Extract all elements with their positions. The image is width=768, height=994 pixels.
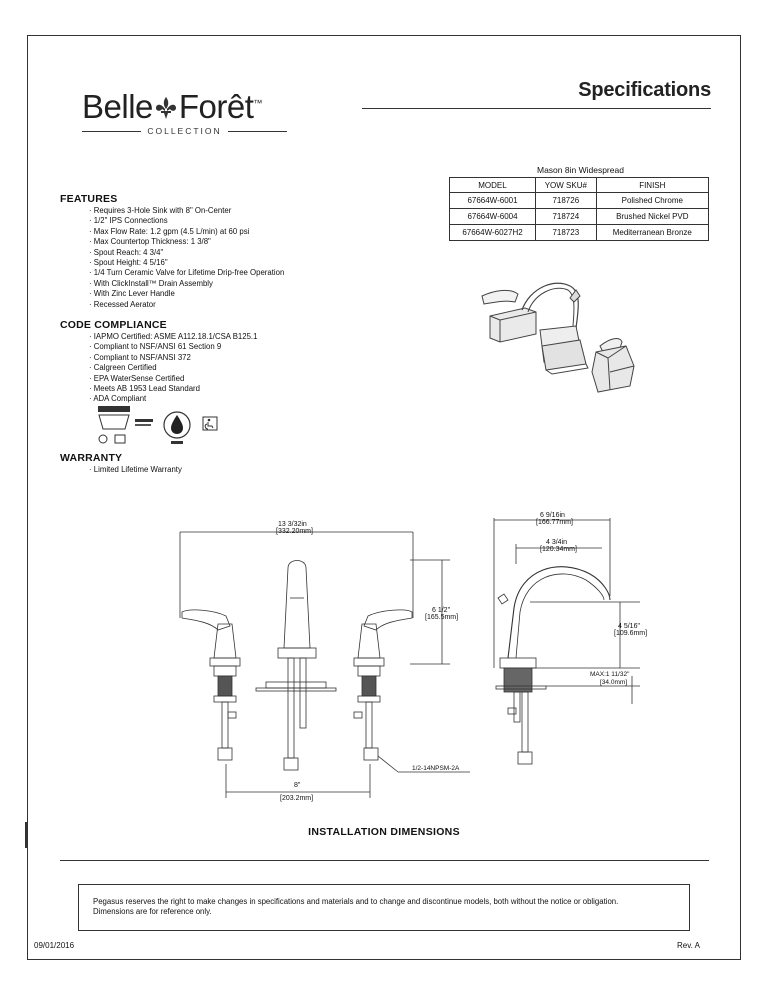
page-frame xyxy=(27,35,741,960)
fleur-de-lis-icon xyxy=(155,97,176,119)
margin-mark xyxy=(25,822,27,848)
warranty-list: · Limited Lifetime Warranty xyxy=(89,465,182,475)
cell-finish: Brushed Nickel PVD xyxy=(595,208,710,225)
features-heading: FEATURES xyxy=(60,193,118,205)
list-item: · Spout Reach: 4 3/4" xyxy=(89,247,164,257)
watersense-icon xyxy=(163,411,191,444)
cell-sku: 718723 xyxy=(535,224,597,241)
dim-handle-height-mm: [165.5mm] xyxy=(425,614,458,621)
cell-model: 67664W-6004 xyxy=(449,208,536,225)
dim-total-depth: 6 9/16in xyxy=(540,512,565,519)
right-handle-drawing xyxy=(353,609,413,761)
brand-name-right: Forêt xyxy=(178,88,254,125)
notice-line-1: Pegasus reserves the right to make chang… xyxy=(93,897,619,906)
dim-thread: 1/2-14NPSM-2A xyxy=(412,765,460,772)
upc-cert-icon xyxy=(98,406,130,444)
list-item: · Calgreen Certified xyxy=(89,363,157,373)
features-list: · Requires 3-Hole Sink with 8" On-Center… xyxy=(89,206,284,310)
notice-line-2: Dimensions are for reference only. xyxy=(93,907,212,916)
table-row: 67664W-6004 718724 Brushed Nickel PVD xyxy=(449,208,710,225)
list-item: · With Zinc Lever Handle xyxy=(89,289,175,299)
brand-logo: Belle Forêt™ COLLECTION xyxy=(82,86,288,136)
cell-model: 67664W-6027H2 xyxy=(449,224,536,241)
list-item: · 1/4 Turn Ceramic Valve for Lifetime Dr… xyxy=(89,268,285,278)
dim-spout-height-mm: [109.6mm] xyxy=(614,630,647,637)
footer-date: 09/01/2016 xyxy=(34,941,75,950)
compliance-section: CODE COMPLIANCE · IAPMO Certified: ASME … xyxy=(60,319,257,405)
trademark: ™ xyxy=(253,98,262,108)
list-item: · Requires 3-Hole Sink with 8" On-Center xyxy=(89,206,232,215)
list-item: · With ClickInstall™ Drain Assembly xyxy=(89,278,213,288)
sku-table: MODEL YOW SKU# FINISH 67664W-6001 718726… xyxy=(449,177,710,241)
table-row: 67664W-6001 718726 Polished Chrome xyxy=(449,192,710,209)
list-item: · Recessed Aerator xyxy=(89,299,156,309)
dim-handle-height: 6 1/2" xyxy=(432,607,451,614)
dim-total-depth-mm: [166.77mm] xyxy=(536,519,573,526)
left-handle-drawing xyxy=(181,609,241,761)
dim-spout-height: 4 5/16" xyxy=(618,623,640,630)
warranty-heading: WARRANTY xyxy=(60,452,123,464)
table-row: 67664W-6027H2 718723 Mediterranean Bronz… xyxy=(449,224,710,241)
cell-finish: Polished Chrome xyxy=(595,192,710,209)
cell-finish: Mediterranean Bronze xyxy=(595,224,710,241)
cell-model: 67664W-6001 xyxy=(449,192,536,209)
brand-sub: COLLECTION xyxy=(82,126,288,136)
dim-max-deck-mm: [34.0mm] xyxy=(600,679,627,686)
dim-max-deck: MAX:1 11/32" xyxy=(590,671,630,678)
dim-center: 8" xyxy=(294,782,301,789)
cell-sku: 718724 xyxy=(535,208,597,225)
compliance-list: · IAPMO Certified: ASME A112.18.1/CSA B1… xyxy=(89,332,257,405)
list-item: · Max Countertop Thickness: 1 3/8" xyxy=(89,237,211,247)
dim-overall-width-mm: [332.20mm] xyxy=(276,528,313,535)
list-item: · Max Flow Rate: 1.2 gpm (4.5 L/min) at … xyxy=(89,226,250,236)
brand-collection: COLLECTION xyxy=(147,126,222,136)
list-item: · Compliant to NSF/ANSI 61 Section 9 xyxy=(89,342,222,352)
title-rule xyxy=(362,108,711,109)
ada-icon xyxy=(202,416,218,431)
cell-sku: 718726 xyxy=(535,192,597,209)
features-section: FEATURES · Requires 3-Hole Sink with 8" … xyxy=(60,193,284,310)
list-item: · EPA WaterSense Certified xyxy=(89,373,185,383)
dim-reach-mm: [120.34mm] xyxy=(540,546,577,553)
notice-box: Pegasus reserves the right to make chang… xyxy=(78,884,690,931)
installation-drawing: 13 3/32in [332.20mm] 6 1/2" [165.5mm] xyxy=(179,512,647,802)
brand-name-left: Belle xyxy=(82,88,153,125)
installation-rule xyxy=(60,860,709,861)
col-finish: FINISH xyxy=(595,177,710,193)
side-view-drawing: 6 9/16in [166.77mm] 4 3/4in [120.34mm] 4… xyxy=(493,512,647,765)
product-name: Mason 8in Widespread xyxy=(537,165,624,175)
list-item: · ADA Compliant xyxy=(89,394,147,404)
dim-center-mm: [203.2mm] xyxy=(280,795,313,802)
installation-title: INSTALLATION DIMENSIONS xyxy=(308,826,460,838)
footer-rev: Rev. A xyxy=(677,941,700,950)
dim-overall-width: 13 3/32in xyxy=(278,521,307,528)
list-item: · Compliant to NSF/ANSI 372 xyxy=(89,352,191,362)
list-item: · IAPMO Certified: ASME A112.18.1/CSA B1… xyxy=(89,332,258,341)
center-spout-drawing xyxy=(255,560,337,771)
list-item: · Spout Height: 4 5/16" xyxy=(89,258,168,268)
col-model: MODEL xyxy=(449,177,536,193)
list-item: · Meets AB 1953 Lead Standard xyxy=(89,384,200,394)
faucet-illustration xyxy=(481,282,635,393)
brand-wordmark: Belle Forêt™ xyxy=(82,86,287,124)
col-sku: YOW SKU# xyxy=(535,177,597,193)
compliance-heading: CODE COMPLIANCE xyxy=(60,319,167,331)
certification-logos xyxy=(98,406,218,444)
dim-reach: 4 3/4in xyxy=(546,539,567,546)
lead-free-icon xyxy=(135,419,153,426)
list-item: · Limited Lifetime Warranty xyxy=(89,465,182,474)
list-item: · 1/2" IPS Connections xyxy=(89,216,168,226)
warranty-section: WARRANTY · Limited Lifetime Warranty xyxy=(60,452,182,475)
table-header-row: MODEL YOW SKU# FINISH xyxy=(449,177,710,193)
page-title: Specifications xyxy=(578,79,711,101)
